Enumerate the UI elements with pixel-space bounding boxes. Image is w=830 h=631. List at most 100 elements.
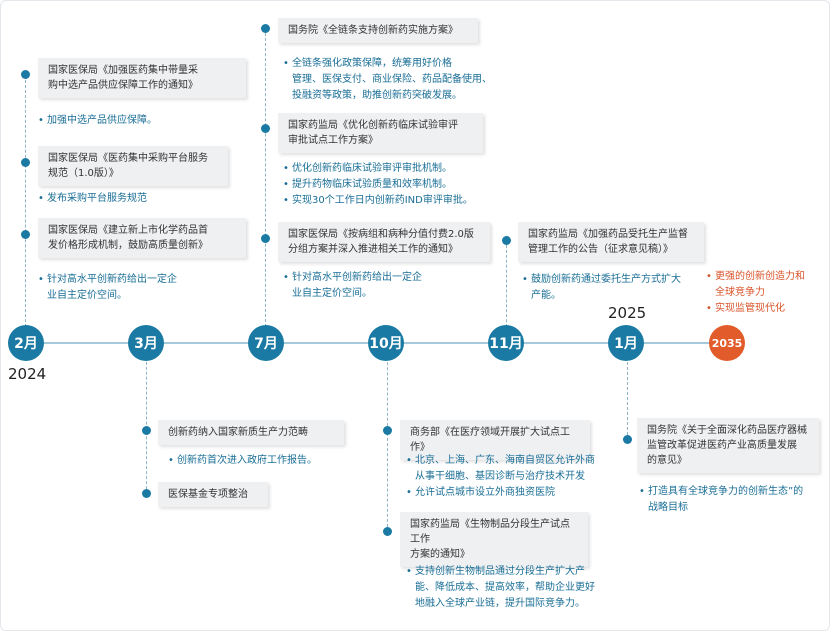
feb-event-2-line: 国家医保局《医药集中采购平台服务	[48, 153, 208, 164]
nov-event-1-box: 国家药监局《加强药品受托生产监督 管理工作的公告（征求意见稿）》	[518, 222, 704, 262]
jul-event-1-bullet-text: 全链条强化政策保障，统筹用好价格	[292, 58, 452, 69]
feb-event-3-bullet-text: 针对高水平创新药给出一定企	[47, 274, 177, 285]
jul-event-2-bullet-text: 提升药物临床试验质量和效率机制。	[292, 179, 452, 190]
feb-event-1-bullets: • 加强中选产品供应保障。	[38, 113, 248, 129]
oct-event-1-bullet-text: 允许试点城市设立外商独资医院	[415, 487, 555, 498]
node-mar: 3月	[128, 325, 164, 361]
mar-event-1-line: 创新药纳入国家新质生产力范畴	[168, 427, 308, 438]
jul-event-2-bullet-text: 优化创新药临床试验审评审批机制。	[292, 163, 452, 174]
jan-event-1-bullet-text: 战略目标	[648, 502, 688, 513]
nov-event-1-line: 国家药监局《加强药品受托生产监督	[528, 229, 688, 240]
feb-event-2-box: 国家医保局《医药集中采购平台服务 规范（1.0版）》	[38, 146, 228, 186]
connector-nov	[506, 240, 507, 342]
dot-feb-2	[21, 158, 30, 167]
jul-event-3-bullet-text: 针对高水平创新药给出一定企	[292, 272, 422, 283]
oct-event-2-bullet-text: 能、降低成本、提高效率，帮助企业更好	[415, 582, 595, 593]
bullet-icon: •	[283, 179, 289, 190]
node-jan: 1月	[608, 325, 644, 361]
bullet-icon: •	[38, 193, 44, 204]
jul-event-1-bullet-text: 管理、医保支付、商业保险、药品配备使用、	[292, 74, 492, 85]
oct-event-1-box: 商务部《在医疗领域开展扩大试点工作》	[400, 420, 590, 460]
bullet-icon: •	[38, 115, 44, 126]
connector-oct	[387, 342, 388, 532]
bullet-icon: •	[283, 163, 289, 174]
node-feb: 2月	[8, 325, 44, 361]
dot-mar-2	[142, 489, 151, 498]
jan-event-1-line: 监管改革促进医药产业高质量发展	[647, 440, 797, 451]
oct-event-2-box: 国家药监局《生物制品分段生产试点工作 方案的通知》	[400, 512, 588, 567]
nov-event-1-bullet-text: 鼓励创新药通过委托生产方式扩大	[531, 274, 681, 285]
jul-event-2-box: 国家药监局《优化创新药临床试验审评 审批试点工作方案》	[278, 113, 483, 153]
year-label-2025: 2025	[608, 304, 647, 322]
oct-event-2-bullet-text: 地融入全球产业链，提升国际竞争力。	[415, 598, 585, 609]
oct-event-2-bullet-text: 支持创新生物制品通过分段生产扩大产	[415, 566, 585, 577]
year-label-2024: 2024	[8, 365, 47, 383]
dot-jul-2	[261, 124, 270, 133]
jan-event-1-bullets: • 打造具有全球竞争力的创新生态”的 战略目标	[639, 484, 824, 516]
mar-event-1-bullet-text: 创新药首次进入政府工作报告。	[177, 455, 317, 466]
dot-jul-3	[261, 234, 270, 243]
node-nov: 11月	[488, 325, 524, 361]
feb-event-3-line: 发价格形成机制，鼓励高质量创新》	[48, 240, 208, 251]
feb-event-3-bullets: • 针对高水平创新药给出一定企 业自主定价空间。	[38, 272, 248, 304]
mar-event-1-bullets: • 创新药首次进入政府工作报告。	[168, 453, 368, 469]
oct-event-2-line: 方案的通知》	[410, 549, 470, 560]
goal-2035-bullet-text: 实现监管现代化	[715, 303, 785, 314]
dot-oct-1	[383, 426, 392, 435]
dot-jan-1	[623, 435, 632, 444]
jan-event-1-bullet-text: 打造具有全球竞争力的创新生态”的	[648, 486, 804, 497]
jul-event-3-line: 国家医保局《按病组和病种分值付费2.0版	[288, 229, 474, 240]
connector-feb	[25, 80, 26, 342]
jan-event-1-line: 国务院《关于全面深化药品医疗器械	[647, 425, 807, 436]
nov-event-1-bullet-text: 产能。	[531, 290, 561, 301]
feb-event-3-line: 国家医保局《建立新上市化学药品首	[48, 225, 208, 236]
bullet-icon: •	[406, 487, 412, 498]
nov-event-1-line: 管理工作的公告（征求意见稿）》	[528, 244, 673, 255]
feb-event-1-line: 购中选产品供应保障工作的通知》	[48, 80, 198, 91]
connector-jan	[627, 342, 628, 440]
oct-event-1-line: 商务部《在医疗领域开展扩大试点工作》	[410, 427, 570, 453]
bullet-icon: •	[283, 272, 289, 283]
bullet-icon: •	[639, 486, 645, 497]
dot-feb-1	[21, 70, 30, 79]
jul-event-3-line: 分组方案并深入推进相关工作的通知》	[288, 244, 458, 255]
jan-event-1-box: 国务院《关于全面深化药品医疗器械 监管改革促进医药产业高质量发展 的意见》	[637, 418, 819, 473]
bullet-icon: •	[706, 271, 712, 282]
jul-event-1-box: 国务院《全链条支持创新药实施方案》	[278, 18, 478, 43]
feb-event-2-bullet-text: 发布采购平台服务规范	[47, 193, 147, 204]
jul-event-2-line: 审批试点工作方案》	[288, 135, 378, 146]
dot-feb-3	[21, 230, 30, 239]
mar-event-2-box: 医保基金专项整治	[158, 482, 268, 507]
feb-event-1-box: 国家医保局《加强医药集中带量采 购中选产品供应保障工作的通知》	[38, 58, 246, 98]
jul-event-1-line: 国务院《全链条支持创新药实施方案》	[288, 25, 458, 36]
jul-event-3-box: 国家医保局《按病组和病种分值付费2.0版 分组方案并深入推进相关工作的通知》	[278, 222, 490, 262]
dot-mar-1	[142, 426, 151, 435]
oct-event-1-bullets: • 北京、上海、广东、海南自贸区允许外商 从事干细胞、基因诊断与治疗技术开发 •…	[406, 453, 621, 501]
mar-event-2-line: 医保基金专项整治	[168, 489, 248, 500]
feb-event-2-line: 规范（1.0版）》	[48, 168, 119, 179]
jul-event-1-bullet-text: 投融资等政策，助推创新药突破发展。	[292, 90, 462, 101]
bullet-icon: •	[706, 303, 712, 314]
jul-event-3-bullets: • 针对高水平创新药给出一定企 业自主定价空间。	[283, 270, 493, 302]
feb-event-3-box: 国家医保局《建立新上市化学药品首 发价格形成机制，鼓励高质量创新》	[38, 218, 246, 258]
bullet-icon: •	[406, 566, 412, 577]
dot-oct-2	[383, 527, 392, 536]
oct-event-1-bullet-text: 从事干细胞、基因诊断与治疗技术开发	[415, 471, 585, 482]
bullet-icon: •	[522, 274, 528, 285]
dot-jul-1	[261, 24, 270, 33]
oct-event-2-line: 国家药监局《生物制品分段生产试点工作	[410, 519, 570, 545]
node-jul: 7月	[248, 325, 284, 361]
bullet-icon: •	[283, 195, 289, 206]
jul-event-2-bullet-text: 实现30个工作日内创新药IND审评审批。	[292, 195, 473, 206]
jan-event-1-line: 的意见》	[647, 455, 687, 466]
feb-event-1-line: 国家医保局《加强医药集中带量采	[48, 65, 198, 76]
jul-event-1-bullets: • 全链条强化政策保障，统筹用好价格 管理、医保支付、商业保险、药品配备使用、 …	[283, 56, 493, 104]
mar-event-1-box: 创新药纳入国家新质生产力范畴	[158, 420, 344, 445]
bullet-icon: •	[406, 455, 412, 466]
bullet-icon: •	[168, 455, 174, 466]
feb-event-1-bullet-text: 加强中选产品供应保障。	[47, 115, 157, 126]
feb-event-2-bullets: • 发布采购平台服务规范	[38, 191, 248, 207]
goal-2035-bullet-text: 更强的创新创造力和	[715, 271, 805, 282]
jul-event-2-line: 国家药监局《优化创新药临床试验审评	[288, 120, 458, 131]
feb-event-3-bullet-text: 业自主定价空间。	[47, 290, 127, 301]
